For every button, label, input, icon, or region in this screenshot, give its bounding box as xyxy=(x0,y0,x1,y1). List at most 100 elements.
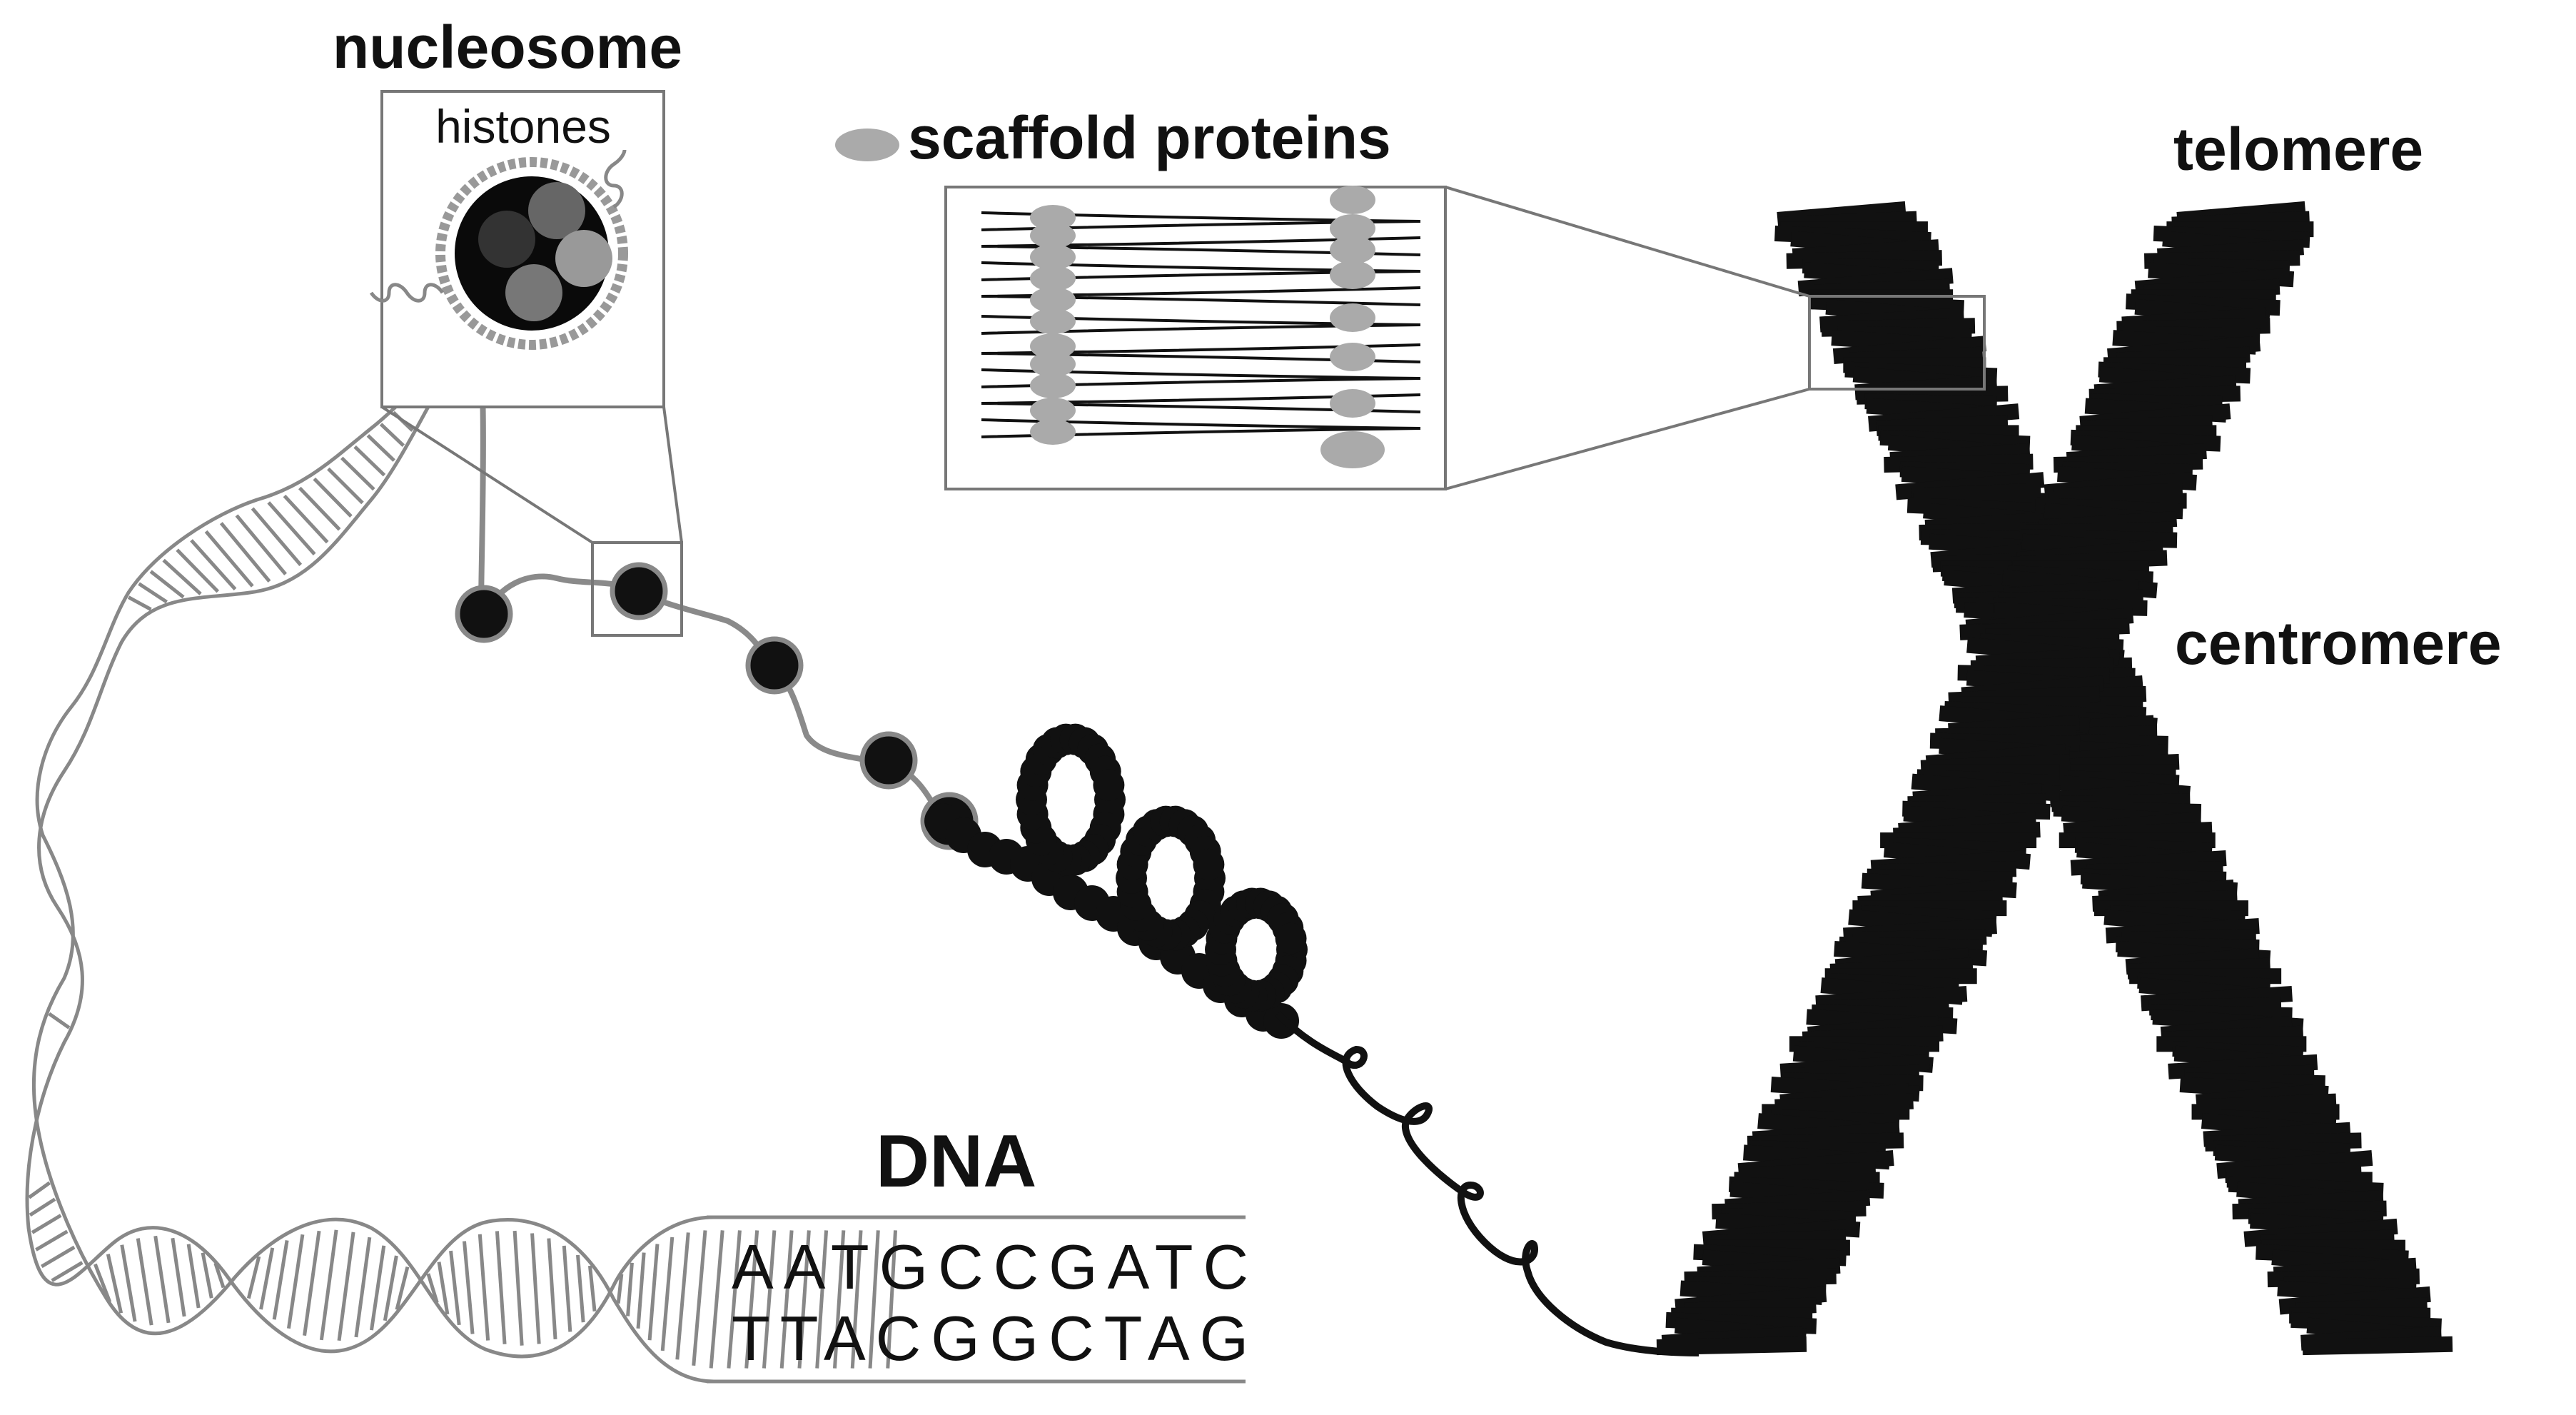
base-pair-rung xyxy=(576,1254,585,1323)
scaffold-protein xyxy=(1030,244,1076,270)
base-pair-rung xyxy=(850,1230,863,1369)
base-pair-rung xyxy=(562,1245,572,1332)
nucleosome-bead xyxy=(455,585,513,643)
dna-wrap-ring xyxy=(435,157,628,350)
base-pair-rung xyxy=(762,1230,777,1369)
base-pair-rung xyxy=(201,1252,213,1299)
scaffold-protein xyxy=(1030,333,1076,359)
base-pair-rung xyxy=(495,1231,507,1344)
scaffold-protein xyxy=(1030,308,1076,334)
base-pair-rung xyxy=(272,1240,289,1320)
base-pair-rung xyxy=(626,1262,634,1316)
base-pair-rung xyxy=(267,501,316,555)
zoom-line xyxy=(380,406,594,544)
base-pair-rung xyxy=(815,1230,829,1369)
scaffold-protein xyxy=(1330,261,1375,289)
fiber-bead xyxy=(1193,848,1225,880)
x-chromosome xyxy=(1656,201,2453,1356)
base-pair-rung xyxy=(219,522,271,583)
base-pair-rung xyxy=(370,1245,386,1331)
base-pair-rung xyxy=(176,548,220,593)
histone-protein xyxy=(478,211,535,268)
histone-protein xyxy=(528,182,585,239)
base-pair-rung xyxy=(204,530,254,588)
base-pair-rung xyxy=(366,434,395,462)
sequence-bottom-strand: TTACGGCTAG xyxy=(732,1303,1258,1374)
base-pair-rung xyxy=(251,507,303,567)
dna-strand-a xyxy=(31,334,1246,1359)
base-pair-rung xyxy=(868,1230,880,1369)
base-pair-rung xyxy=(675,1232,690,1360)
nucleosome-bead xyxy=(610,562,668,620)
scaffold-protein xyxy=(1030,223,1076,248)
dna-strand-b xyxy=(25,334,1246,1384)
chromatin-loop xyxy=(981,286,1421,306)
base-pair-rung xyxy=(106,1254,123,1314)
scaffold-protein-dots xyxy=(1030,186,1385,468)
base-pair-rung xyxy=(48,1012,71,1029)
base-pair-rung xyxy=(186,1244,201,1309)
chromatin-loop xyxy=(981,393,1421,413)
dna-tail-coil xyxy=(369,283,445,303)
base-pair-rung xyxy=(319,1229,338,1341)
base-pair-rung xyxy=(35,1229,69,1252)
base-pair-rung xyxy=(832,1230,846,1369)
base-pair-rung xyxy=(283,494,329,544)
base-pair-rung xyxy=(647,1244,660,1341)
base-pair-rung xyxy=(41,1245,76,1269)
base-pair-rung xyxy=(327,467,364,505)
base-pair-rung xyxy=(93,1263,112,1303)
zoom-line xyxy=(1445,186,1810,298)
histone-protein xyxy=(505,264,562,321)
base-pair-rung xyxy=(709,1230,724,1369)
chromatin-bar xyxy=(1656,1336,1807,1356)
base-pair-rung xyxy=(127,595,152,611)
base-pair-rung xyxy=(437,1262,450,1315)
scaffold-protein xyxy=(1330,214,1375,243)
base-pair-rung xyxy=(886,1230,898,1369)
beads-on-a-string xyxy=(455,331,979,850)
base-pair-rung xyxy=(379,423,405,448)
base-pair-rung xyxy=(744,1230,759,1369)
fiber-bead xyxy=(1275,922,1307,955)
base-pair-rung xyxy=(512,1230,524,1346)
fiber-bead xyxy=(1093,769,1125,801)
base-pair-rung xyxy=(153,1235,171,1324)
chromosome-zoom-source-box xyxy=(1808,295,1986,391)
chromatin-fiber-coils xyxy=(924,723,1308,1039)
base-pair-rung xyxy=(171,1237,186,1317)
scaffold-protein xyxy=(1330,236,1375,264)
centromere-label: centromere xyxy=(2175,610,2502,677)
chromatin-loop xyxy=(981,315,1421,335)
base-pair-rung xyxy=(190,539,237,590)
base-pair-rung xyxy=(213,1262,226,1289)
base-pair-rung xyxy=(31,1214,62,1234)
base-pair-rung xyxy=(138,582,168,604)
scaffold-protein xyxy=(1030,287,1076,313)
base-pair-rung xyxy=(28,1181,51,1199)
chromatin-loop xyxy=(981,343,1421,363)
nucleosome-bead xyxy=(859,731,918,790)
chromatin-loop xyxy=(981,418,1421,438)
base-pair-rung xyxy=(162,558,202,595)
base-pair-rung xyxy=(298,486,341,531)
base-pair-rung xyxy=(149,570,185,599)
base-pair-rung xyxy=(337,1232,355,1341)
zoom-line xyxy=(1445,388,1810,490)
base-pair-rung xyxy=(478,1234,490,1341)
base-pair-rung xyxy=(353,445,386,477)
nucleosome-zoom-source-box xyxy=(591,541,683,637)
base-pair-rung xyxy=(354,1237,372,1338)
scaffold-protein xyxy=(1030,351,1076,377)
base-pair-rung xyxy=(286,1234,305,1329)
chromatin-loop xyxy=(981,261,1421,281)
scaffold-protein xyxy=(1330,186,1375,214)
coiled-fiber-tail xyxy=(1275,1011,1699,1356)
base-pair-rung xyxy=(530,1233,541,1344)
base-pair-rung xyxy=(259,1247,275,1310)
histones-label: histones xyxy=(435,100,611,153)
base-pair-rung xyxy=(727,1230,742,1369)
base-pair-rung xyxy=(383,1255,398,1321)
